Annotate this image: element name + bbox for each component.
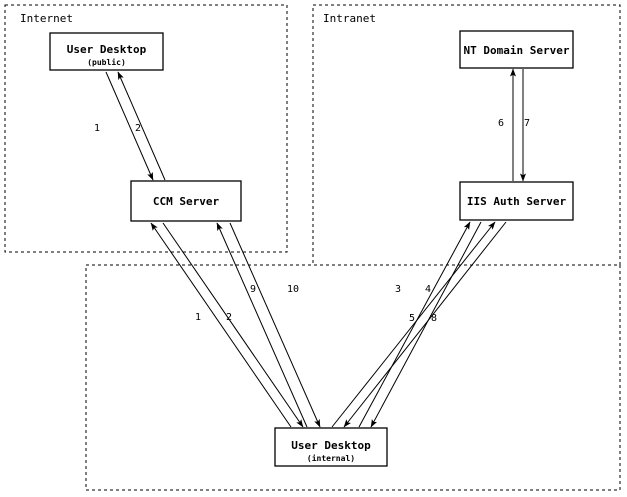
step-label-6: 6 — [498, 118, 504, 129]
node-label-nt-domain-server: NT Domain Server — [464, 44, 570, 57]
node-nt-domain-server[interactable] — [459, 30, 574, 69]
flow-line-1-internal — [150, 222, 292, 428]
step-label-8: 8 — [431, 313, 437, 324]
step-label-1-internal: 1 — [195, 312, 201, 323]
flow-line-2-public — [117, 71, 166, 181]
step-label-9: 9 — [250, 284, 256, 295]
step-label-5: 5 — [409, 313, 415, 324]
node-label-iis-auth-server: IIS Auth Server — [467, 195, 567, 208]
flow-line-1-public — [105, 71, 154, 181]
step-label-2-internal: 2 — [226, 312, 232, 323]
step-label-4: 4 — [425, 284, 431, 295]
zone-label-internet: Internet — [20, 12, 73, 25]
step-label-10: 10 — [287, 284, 299, 295]
flow-line-10 — [229, 222, 321, 428]
zone-internet-boundary — [4, 4, 288, 253]
zone-label-intranet: Intranet — [323, 12, 376, 25]
node-user-desktop-public[interactable] — [49, 32, 164, 71]
step-label-1-public: 1 — [94, 123, 100, 134]
node-label-ccm-server: CCM Server — [153, 195, 220, 208]
node-label-user-desktop-public: User Desktop — [67, 43, 147, 56]
node-user-desktop-internal[interactable] — [274, 427, 388, 467]
step-label-2-public: 2 — [135, 123, 141, 134]
flow-line-9 — [216, 222, 308, 428]
node-sublabel-user-desktop-internal: (internal) — [307, 453, 355, 463]
step-label-7: 7 — [524, 118, 530, 129]
flow-line-8 — [343, 221, 507, 428]
node-ccm-server[interactable] — [130, 180, 242, 222]
step-label-3: 3 — [395, 284, 401, 295]
flow-line-5 — [331, 221, 496, 428]
node-label-user-desktop-internal: User Desktop — [291, 439, 371, 452]
flow-line-4 — [370, 221, 482, 428]
node-sublabel-user-desktop-public: (public) — [87, 57, 126, 67]
flow-line-3 — [358, 221, 471, 428]
node-iis-auth-server[interactable] — [459, 181, 574, 221]
zone-internal-boundary — [85, 264, 621, 491]
flow-line-2-internal — [162, 222, 304, 428]
